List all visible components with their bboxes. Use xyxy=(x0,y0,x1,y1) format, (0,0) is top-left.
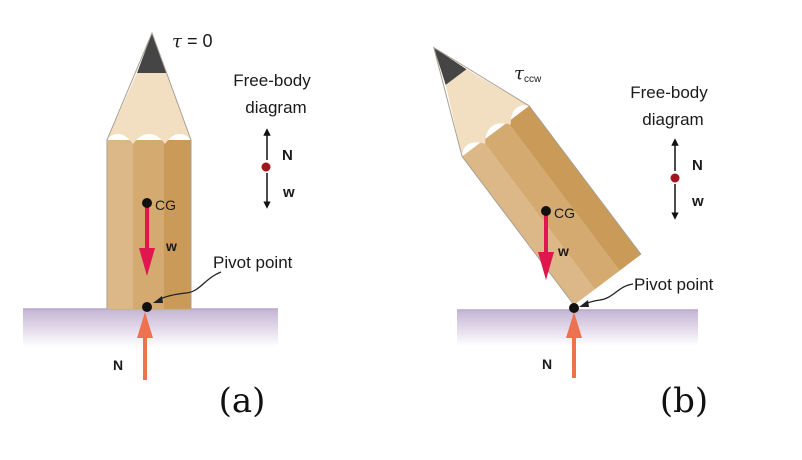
pencil-graphite-tip xyxy=(433,47,467,85)
panel-caption-b: (b) xyxy=(660,381,708,421)
torque-symbol: τ xyxy=(172,31,183,52)
pencil-body-left xyxy=(462,140,595,305)
normal-arrow-head xyxy=(137,312,153,338)
cg-label: CG xyxy=(554,205,575,221)
pencil-body-left xyxy=(107,140,133,309)
cg-dot xyxy=(541,206,551,216)
pencil-shaved-cone xyxy=(107,73,191,144)
fbd-up-label: N xyxy=(282,147,293,164)
pivot-leader-head xyxy=(579,300,589,307)
torque-symbol: τ xyxy=(514,63,525,84)
fbd-title-line2: diagram xyxy=(642,110,703,129)
cg-dot xyxy=(142,198,152,208)
fbd-down-label: w xyxy=(691,193,704,210)
panel-b: CG w N Pivot point τccw Free-body diagra… xyxy=(433,46,714,421)
free-body-diagram: Free-body diagram N w xyxy=(630,83,708,220)
panel-caption-a: (a) xyxy=(219,381,266,421)
pivot-label: Pivot point xyxy=(634,275,714,294)
normal-arrow-head xyxy=(566,312,582,338)
pivot-leader xyxy=(157,271,222,301)
fbd-down-label: w xyxy=(282,184,295,201)
pivot-dot xyxy=(142,302,152,312)
fbd-up-label: N xyxy=(692,157,703,174)
ground-surface xyxy=(23,309,278,347)
fbd-title-line1: Free-body xyxy=(630,83,708,102)
weight-label: w xyxy=(557,243,569,259)
weight-arrow-head xyxy=(538,252,554,280)
normal-label: N xyxy=(542,356,552,372)
cg-label: CG xyxy=(155,197,176,213)
panel-a: CG w N Pivot point τ = 0 Free-body diagr… xyxy=(23,31,311,421)
pencil xyxy=(433,46,642,306)
normal-label: N xyxy=(113,357,123,373)
pencil-body-right xyxy=(164,140,191,309)
torque-label: τccw xyxy=(514,63,542,85)
fbd-dot xyxy=(261,162,271,172)
pencil-body-mid xyxy=(482,122,620,290)
torque-subscript: ccw xyxy=(524,74,542,85)
pencil-body-right xyxy=(507,105,642,271)
fbd-dot xyxy=(670,173,680,183)
pencil-outline xyxy=(433,46,642,306)
pencil-shaved-cone xyxy=(445,69,530,157)
free-body-diagram: Free-body diagram N w xyxy=(233,71,311,209)
weight-label: w xyxy=(165,238,177,254)
pencil-outline xyxy=(106,31,192,309)
fbd-title-line2: diagram xyxy=(245,98,306,117)
pivot-label: Pivot point xyxy=(213,253,293,272)
torque-value: = 0 xyxy=(182,31,213,51)
weight-arrow-head xyxy=(139,248,155,276)
pivot-dot xyxy=(569,303,579,313)
torque-label: τ = 0 xyxy=(172,31,213,52)
pivot-leader-head xyxy=(153,296,163,303)
pencil-graphite-tip xyxy=(137,33,167,73)
fbd-title-line1: Free-body xyxy=(233,71,311,90)
